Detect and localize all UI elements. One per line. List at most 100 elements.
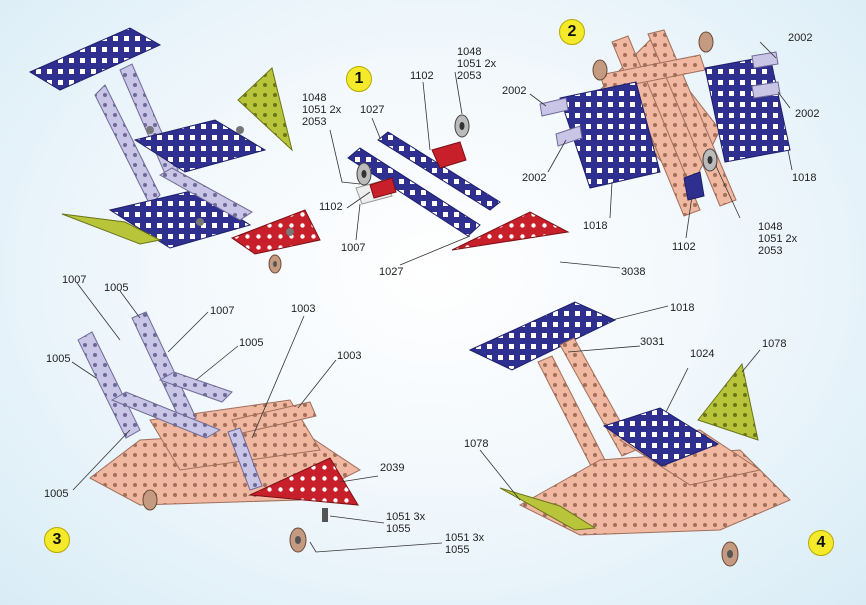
wheel-icon — [702, 148, 718, 172]
part-label: 2053 — [302, 116, 327, 128]
leader-line — [715, 165, 741, 219]
leader-lines — [71, 41, 793, 553]
part-label: 1005 — [44, 488, 69, 500]
leader-line — [759, 41, 777, 59]
part-label: 1102 — [319, 201, 343, 213]
lavender-strip-1005 — [158, 371, 233, 403]
finished-model-top-left — [28, 27, 321, 274]
part-label: 1005 — [104, 282, 129, 294]
leader-line — [479, 449, 521, 501]
part-label: 1027 — [360, 104, 385, 116]
part-label: 2002 — [502, 85, 527, 97]
leader-line — [309, 541, 443, 553]
step-number-2: 2 — [559, 19, 585, 45]
step-3-illustration — [77, 311, 361, 553]
bolt-icon — [286, 228, 294, 236]
salmon-strip-3031 — [537, 355, 609, 473]
blue-strip-1027 — [377, 131, 501, 211]
leader-line — [547, 139, 567, 173]
blue-strip-1027 — [347, 147, 481, 237]
leader-line — [355, 203, 361, 241]
part-label: 1048 — [457, 46, 482, 58]
blue-plate-1024 — [602, 407, 720, 467]
part-label: 1102 — [410, 70, 434, 82]
step-1-illustration — [347, 114, 570, 251]
blue-plate-1018 — [704, 55, 791, 163]
part-label: 1102 — [672, 241, 696, 253]
leader-line — [251, 315, 305, 439]
part-label: 2053 — [457, 70, 482, 82]
part-label: 3038 — [621, 266, 646, 278]
lime-wing — [61, 213, 162, 245]
lavender-bracket-2002 — [751, 51, 779, 69]
part-label: 1055 — [445, 544, 470, 556]
wheel-icon — [592, 59, 608, 81]
leader-line — [297, 359, 337, 409]
bolt-icon — [196, 218, 204, 226]
lavender-strip — [158, 167, 253, 221]
leader-line — [685, 195, 693, 239]
part-label: 1005 — [239, 337, 264, 349]
leader-line — [329, 129, 361, 185]
part-label: 1018 — [670, 302, 695, 314]
part-label: 1024 — [690, 348, 715, 360]
leader-line — [777, 91, 791, 109]
blue-plate-1018 — [559, 81, 661, 189]
step-number-1: 1 — [346, 66, 372, 92]
part-label: 1051 2x — [758, 233, 798, 245]
leader-line — [567, 345, 641, 353]
part-label: 1003 — [337, 350, 362, 362]
leader-line — [454, 71, 463, 115]
blue-bracket-1102 — [683, 171, 705, 201]
part-label: 1078 — [762, 338, 787, 350]
wheel-icon — [289, 527, 307, 553]
part-label: 1007 — [341, 242, 366, 254]
leader-line — [787, 149, 793, 171]
leader-line — [167, 311, 209, 353]
part-label: 2002 — [788, 32, 813, 44]
leader-line — [609, 181, 613, 219]
leader-line — [71, 361, 97, 379]
part-label: 1051 2x — [457, 58, 497, 70]
leader-line — [346, 191, 371, 209]
lavender-strip — [227, 427, 263, 491]
bolt-icon — [146, 126, 154, 134]
leader-line — [72, 429, 131, 491]
part-label: 1048 — [758, 221, 783, 233]
wheel-icon — [356, 162, 372, 186]
blue-plate — [28, 27, 162, 91]
leader-line — [529, 93, 547, 107]
wheel-icon — [698, 31, 714, 53]
red-bracket-1102 — [431, 141, 467, 169]
step-number-4: 4 — [808, 530, 834, 556]
leader-line — [76, 282, 121, 341]
leader-line — [339, 475, 379, 483]
part-label: 2039 — [380, 462, 405, 474]
part-label: 1048 — [302, 92, 327, 104]
wheel-icon — [268, 254, 282, 274]
part-label: 1007 — [62, 274, 87, 286]
part-label: 1003 — [291, 303, 316, 315]
leader-line — [329, 515, 385, 524]
blue-plate — [133, 119, 267, 173]
part-label: 1055 — [386, 523, 411, 535]
red-plate — [230, 209, 321, 255]
part-label: 1018 — [792, 172, 817, 184]
part-label: 1051 3x — [445, 532, 485, 544]
bolt-icon — [236, 126, 244, 134]
lime-triangle-1078 — [697, 362, 759, 441]
leader-line — [399, 235, 471, 266]
lavender-bracket-2002 — [539, 97, 569, 117]
lavender-strip-1005 — [77, 331, 141, 439]
red-triangle-3038 — [451, 211, 570, 251]
leader-line — [611, 305, 669, 321]
part-label: 1005 — [46, 353, 71, 365]
part-label: 1078 — [464, 438, 489, 450]
part-label: 2053 — [758, 245, 783, 257]
part-label: 1007 — [210, 305, 235, 317]
leader-line — [559, 261, 621, 269]
bolt-icon — [322, 508, 328, 522]
part-label: 3031 — [640, 336, 665, 348]
leader-line — [195, 345, 239, 381]
